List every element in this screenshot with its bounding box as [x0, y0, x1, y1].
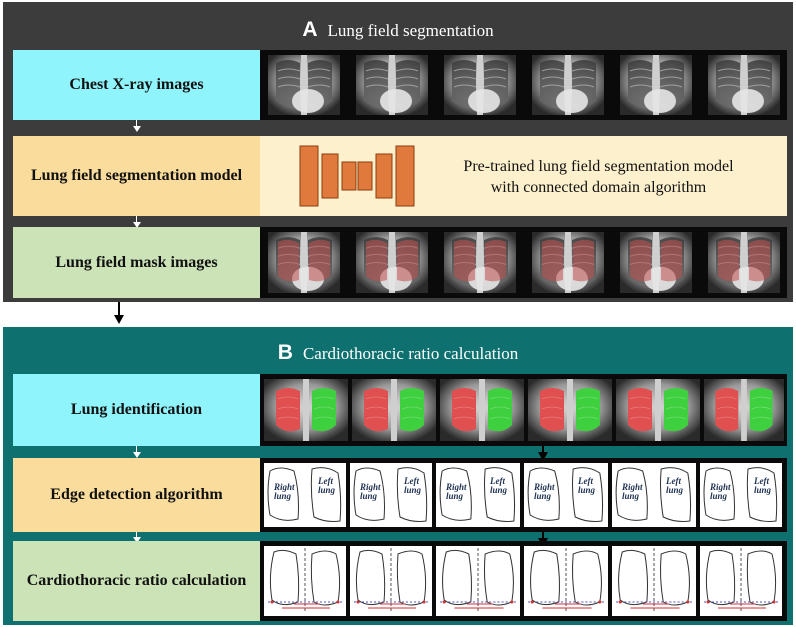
edge-right-label: Right lung — [622, 482, 643, 501]
row-mask-images-label: Lung field mask images — [13, 227, 260, 298]
arrow-b1-strip — [542, 446, 544, 454]
edge-left-label: Left lung — [754, 476, 772, 495]
panel-b-cardiothoracic-ratio: B Cardiothoracic ratio calculation Lung i… — [3, 327, 793, 625]
lung-id-thumb — [704, 379, 784, 441]
row-chest-xray-label-text: Chest X-ray images — [69, 76, 204, 93]
edge-thumb: Right lung Left lung — [350, 463, 432, 527]
xray-thumb — [268, 55, 340, 115]
mask-thumb — [708, 232, 780, 293]
panel-b-title: B Cardiothoracic ratio calculation — [3, 341, 793, 365]
panel-a-title-text: Lung field segmentation — [327, 21, 494, 40]
row-segmentation-model-label-text: Lung field segmentation model — [30, 167, 243, 184]
row-lung-identification-label: Lung identification — [13, 374, 260, 446]
xray-thumb — [444, 55, 516, 115]
edge-thumb: Right lung Left lung — [524, 463, 608, 527]
arrow-b2 — [136, 532, 137, 537]
mask-thumb — [268, 232, 340, 293]
edge-thumb: Right lung Left lung — [612, 463, 696, 527]
chest-xray-strip — [260, 50, 787, 120]
ctr-thumb — [436, 546, 520, 616]
ctr-thumb — [264, 546, 346, 616]
panel-a-title: A Lung field segmentation — [3, 18, 793, 42]
xray-thumb — [708, 55, 780, 115]
arrow-a1-head — [133, 126, 141, 132]
unet-icon — [299, 145, 415, 207]
xray-thumb — [532, 55, 604, 115]
edge-thumb: Right lung Left lung — [264, 463, 346, 527]
ctr-thumb — [524, 546, 608, 616]
arrow-a-to-b-head — [114, 315, 124, 324]
model-description: Pre-trained lung field segmentation mode… — [420, 156, 777, 198]
panel-a-lung-field-segmentation: A Lung field segmentation Chest X-ray ima… — [3, 2, 793, 302]
lung-id-thumb — [352, 379, 436, 441]
edge-right-label: Right lung — [360, 482, 381, 501]
arrow-b2-strip — [542, 532, 544, 540]
xray-thumb — [356, 55, 428, 115]
edge-left-label: Left lung — [318, 476, 336, 495]
lung-identification-strip — [260, 374, 787, 446]
mask-thumb — [620, 232, 692, 293]
segmentation-model-box: Pre-trained lung field segmentation mode… — [260, 136, 787, 216]
edge-right-label: Right lung — [446, 482, 467, 501]
edge-left-label: Left lung — [404, 476, 422, 495]
model-description-line1: Pre-trained lung field segmentation mode… — [463, 158, 734, 175]
row-segmentation-model-label: Lung field segmentation model — [13, 136, 260, 216]
arrow-a2 — [136, 216, 137, 222]
edge-right-label: Right lung — [274, 482, 295, 501]
lung-id-thumb — [528, 379, 612, 441]
edge-thumb: Right lung Left lung — [436, 463, 520, 527]
arrow-b1-head — [133, 452, 141, 458]
arrow-a1 — [136, 120, 137, 126]
lung-id-thumb — [616, 379, 700, 441]
xray-thumb — [620, 55, 692, 115]
ctr-thumb — [612, 546, 696, 616]
mask-thumb — [444, 232, 516, 293]
row-ctr-calculation-label: Cardiothoracic ratio calculation — [13, 541, 260, 621]
edge-right-label: Right lung — [710, 482, 731, 501]
row-mask-images-label-text: Lung field mask images — [55, 253, 218, 271]
row-chest-xray-label: Chest X-ray images — [13, 50, 260, 120]
ctr-thumb — [700, 546, 782, 616]
edge-thumb: Right lung Left lung — [700, 463, 782, 527]
arrow-a-to-b — [118, 302, 120, 316]
row-lung-identification-label-text: Lung identification — [70, 401, 203, 418]
panel-b-letter: B — [277, 341, 293, 364]
lung-id-thumb — [440, 379, 524, 441]
row-edge-detection-label: Edge detection algorithm — [13, 458, 260, 532]
mask-thumb — [532, 232, 604, 293]
arrow-b1-strip-head — [538, 452, 548, 461]
row-ctr-calculation-label-text: Cardiothoracic ratio calculation — [26, 572, 247, 589]
edge-left-label: Left lung — [578, 476, 596, 495]
lung-id-thumb — [264, 379, 348, 441]
mask-images-strip — [260, 227, 787, 298]
arrow-a2-head — [133, 222, 141, 228]
edge-left-label: Left lung — [490, 476, 508, 495]
ctr-calculation-strip — [260, 541, 787, 621]
edge-left-label: Left lung — [666, 476, 684, 495]
panel-a-letter: A — [302, 18, 318, 41]
ctr-thumb — [350, 546, 432, 616]
panel-b-title-text: Cardiothoracic ratio calculation — [302, 344, 519, 363]
row-edge-detection-label-text: Edge detection algorithm — [50, 486, 223, 503]
mask-thumb — [356, 232, 428, 293]
model-description-line2: with connected domain algorithm — [490, 179, 707, 196]
edge-right-label: Right lung — [534, 482, 555, 501]
arrow-b1 — [136, 446, 137, 452]
arrow-b2-head — [133, 537, 141, 543]
